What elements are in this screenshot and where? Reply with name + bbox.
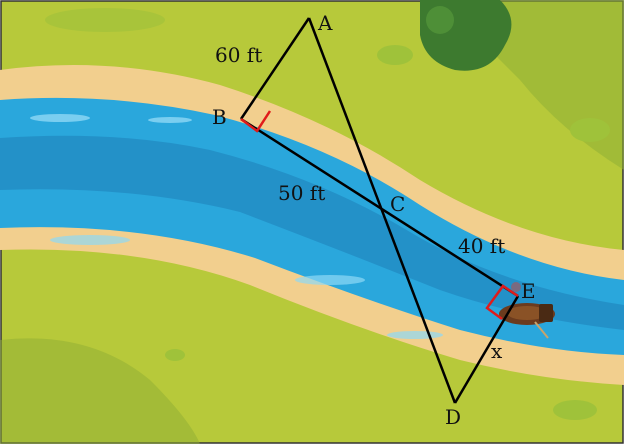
- segment-AB: [239, 17, 311, 120]
- grass-tuft: [553, 400, 597, 420]
- label-point-D: D: [445, 405, 461, 429]
- river-deep-channel: [0, 135, 624, 330]
- water-highlight: [148, 117, 192, 123]
- segment-ED: [453, 295, 520, 404]
- grass-tuft: [570, 118, 610, 142]
- water-highlight: [50, 235, 130, 245]
- measurement-AB: 60 ft: [215, 43, 262, 67]
- measurement-CE: 40 ft: [458, 234, 505, 258]
- label-point-C: C: [390, 192, 405, 216]
- segment-BE: [240, 117, 519, 298]
- measurement-BC: 50 ft: [278, 181, 325, 205]
- right-angle-marker-B: [240, 110, 272, 133]
- water-highlight: [387, 331, 443, 339]
- tree-highlight: [426, 6, 454, 34]
- grass-tuft: [377, 45, 413, 65]
- right-angle-marker-E: [485, 284, 519, 321]
- boat: [499, 282, 555, 339]
- grass-patch-top-left: [45, 8, 165, 32]
- grass-tuft: [165, 349, 185, 361]
- measurement-ED: x: [491, 339, 503, 363]
- water-highlight: [30, 114, 90, 122]
- water-highlight: [295, 275, 365, 285]
- grass-patch-bottom-left: [0, 338, 200, 444]
- label-point-B: B: [212, 105, 227, 129]
- segment-AD: [307, 17, 457, 404]
- label-point-E: E: [521, 279, 536, 303]
- triangle-lines: [239, 17, 520, 404]
- label-point-A: A: [317, 11, 333, 35]
